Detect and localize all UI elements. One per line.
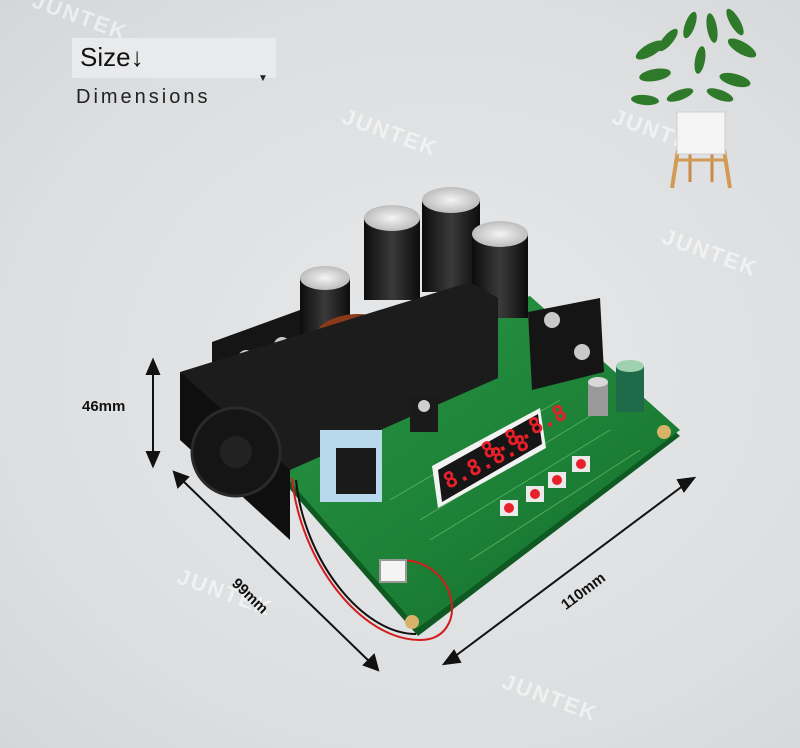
heatsink-fan (180, 282, 498, 540)
capacitors (300, 187, 644, 416)
page-subtitle: Dimensions (76, 86, 211, 108)
dimension-arrows (145, 357, 697, 672)
led-display (432, 408, 546, 508)
caret-down-icon: ▼ (258, 73, 268, 84)
height-dimension-label: 46mm (82, 398, 126, 415)
header-box (72, 38, 276, 78)
control-buttons (500, 456, 590, 516)
fan-wires (291, 477, 454, 642)
plant-decoration (631, 8, 757, 189)
page-title: Size↓ (80, 42, 144, 72)
right-terminal-block (528, 298, 604, 390)
